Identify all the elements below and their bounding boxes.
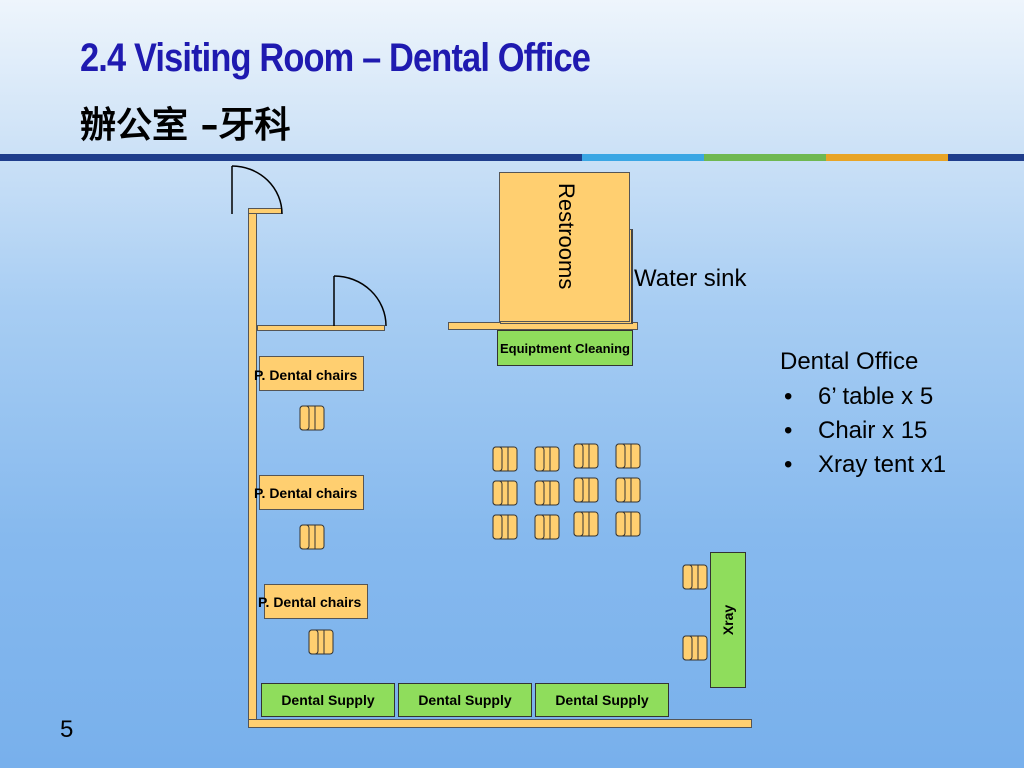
legend-item: •Chair x 15: [780, 414, 946, 448]
chair-icon: [573, 511, 599, 537]
chair-icon: [492, 514, 518, 540]
chair-icon: [492, 446, 518, 472]
chair-icon: [682, 635, 708, 661]
header-band-3: [704, 154, 826, 161]
bullet-icon: •: [784, 417, 793, 444]
left-wall: [248, 208, 257, 728]
dental-chair-table-3: [264, 584, 368, 619]
equipment-cleaning-table: Equiptment Cleaning: [497, 330, 633, 366]
chair-icon: [492, 480, 518, 506]
door-swing-inner: [333, 275, 387, 327]
chair-icon: [534, 514, 560, 540]
legend-item: •Xray tent x1: [780, 448, 946, 482]
header-band-1: [0, 154, 582, 161]
door-swing-top: [231, 165, 283, 215]
header-band-4: [826, 154, 948, 161]
chair-icon: [299, 524, 325, 550]
dental-supply-table-3: Dental Supply: [535, 683, 669, 717]
chair-icon: [615, 443, 641, 469]
dental-chair-label-2: P. Dental chairs: [254, 485, 358, 501]
dental-supply-table-2: Dental Supply: [398, 683, 532, 717]
chair-icon: [615, 511, 641, 537]
chair-icon: [299, 405, 325, 431]
chair-icon: [682, 564, 708, 590]
equipment-cleaning-label: Equiptment Cleaning: [500, 341, 630, 356]
slide-title: 2.4 Visiting Room – Dental Office: [80, 36, 591, 80]
chair-icon: [534, 480, 560, 506]
legend-heading: Dental Office: [780, 348, 919, 375]
legend: Dental Office •6’ table x 5 •Chair x 15 …: [780, 348, 946, 482]
restrooms-label: Restrooms: [553, 183, 579, 290]
inner-wall-left: [257, 325, 385, 331]
xray-tent: Xray: [710, 552, 746, 688]
header-band-2: [582, 154, 704, 161]
slide-subtitle: 辦公室 –牙科: [80, 105, 291, 146]
header-band-5: [948, 154, 1024, 161]
legend-list: •6’ table x 5 •Chair x 15 •Xray tent x1: [780, 380, 946, 482]
dental-supply-label-1: Dental Supply: [281, 692, 375, 708]
dental-supply-table-1: Dental Supply: [261, 683, 395, 717]
dental-chair-label-1: P. Dental chairs: [254, 367, 358, 383]
dental-chair-table-2: [259, 475, 364, 510]
dental-chair-table-1: [259, 356, 364, 391]
dental-chair-label-3: P. Dental chairs: [258, 594, 362, 610]
chair-icon: [573, 443, 599, 469]
bullet-icon: •: [784, 451, 793, 478]
dental-supply-label-3: Dental Supply: [555, 692, 649, 708]
dental-supply-label-2: Dental Supply: [418, 692, 512, 708]
bottom-wall: [248, 719, 752, 728]
chair-icon: [615, 477, 641, 503]
legend-item: •6’ table x 5: [780, 380, 946, 414]
chair-icon: [534, 446, 560, 472]
bullet-icon: •: [784, 383, 793, 410]
xray-label: Xray: [719, 604, 736, 636]
restrooms-block: Restrooms: [499, 172, 630, 322]
page-number: 5: [60, 716, 74, 743]
chair-icon: [308, 629, 334, 655]
chair-icon: [573, 477, 599, 503]
water-sink-label: Water sink: [634, 265, 747, 292]
